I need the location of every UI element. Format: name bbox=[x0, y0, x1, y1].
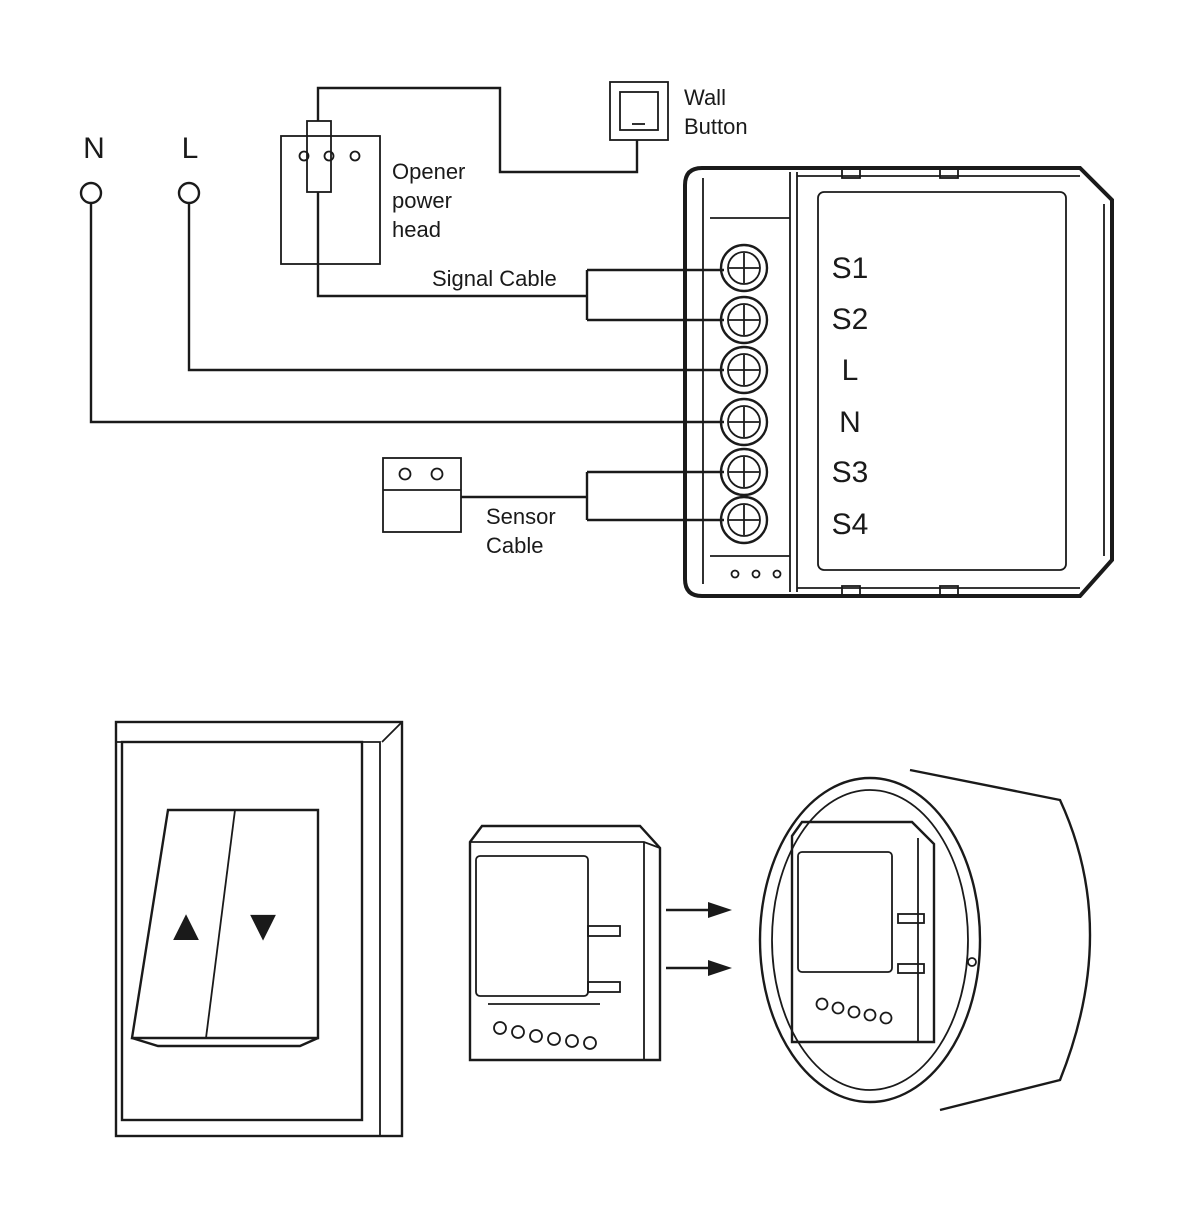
module-outline bbox=[683, 166, 1114, 598]
boxed-module-terminal-1-icon bbox=[815, 997, 829, 1011]
small-module-face bbox=[475, 855, 589, 997]
signal-cable-label: Signal Cable bbox=[432, 266, 557, 291]
opener-connector bbox=[306, 120, 332, 193]
small-module-top-edge bbox=[470, 841, 661, 849]
opener-terminal-3-icon bbox=[349, 150, 361, 162]
mains-l-label: L bbox=[182, 132, 199, 165]
wall-box bbox=[758, 768, 1092, 1112]
small-module-terminal-2-icon bbox=[511, 1025, 525, 1039]
small-module-terminal-3-icon bbox=[529, 1029, 543, 1043]
screw-terminal-n-icon bbox=[719, 397, 769, 447]
wall-switch: ▲ ▼ bbox=[114, 720, 404, 1138]
insert-arrows bbox=[666, 902, 732, 976]
screw-terminal-s3-icon bbox=[719, 447, 769, 497]
opener-terminal-2-icon bbox=[323, 150, 335, 162]
sensor-terminal-2-icon bbox=[430, 467, 444, 481]
module-led-2-icon bbox=[751, 569, 761, 579]
live-wire bbox=[187, 203, 724, 372]
boxed-module-body bbox=[790, 820, 936, 1044]
mains-n-terminal-icon bbox=[79, 181, 103, 205]
boxed-module-clip-1 bbox=[897, 913, 925, 924]
mains-l-terminal-icon bbox=[177, 181, 201, 205]
wall-button-wire bbox=[316, 86, 639, 174]
wall-button-rocker bbox=[619, 91, 659, 131]
small-module-terminal-4-icon bbox=[547, 1032, 561, 1046]
module-bottom-clip-2 bbox=[939, 585, 959, 597]
wall-button-frame bbox=[609, 81, 669, 141]
boxed-module-terminal-4-icon bbox=[863, 1008, 877, 1022]
small-module-body bbox=[468, 824, 662, 1062]
wiring-diagram: N L Opener power head Wall Butto bbox=[79, 81, 1114, 598]
wall-switch-rocker-face bbox=[130, 808, 320, 1040]
opener-label-line2: power bbox=[392, 188, 452, 213]
mains-n-label: N bbox=[83, 132, 105, 165]
wall-switch-rocker-base bbox=[131, 1036, 319, 1048]
screw-terminals bbox=[719, 243, 769, 545]
wall-button-label-line1: Wall bbox=[684, 85, 726, 110]
screw-terminal-s4-icon bbox=[719, 495, 769, 545]
wall-box-rim-outer bbox=[758, 776, 982, 1104]
switch-up-arrow-icon: ▲ bbox=[164, 901, 208, 950]
opener-label-line3: head bbox=[392, 217, 441, 242]
wall-switch-bevel-corner bbox=[381, 721, 403, 743]
module-front-panel bbox=[817, 191, 1067, 571]
installation-illustration: ▲ ▼ bbox=[114, 720, 1092, 1138]
module-top-clip-2 bbox=[939, 167, 959, 179]
opener-label-line1: Opener bbox=[392, 159, 465, 184]
wall-switch-rocker-split bbox=[205, 809, 236, 1039]
opener-power-head: Opener power head bbox=[280, 120, 465, 265]
wall-switch-outer-frame bbox=[114, 720, 404, 1138]
boxed-module-terminal-5-icon bbox=[879, 1011, 893, 1025]
terminal-label-s3: S3 bbox=[832, 456, 869, 489]
screw-terminal-l-icon bbox=[719, 345, 769, 395]
relay-module bbox=[683, 166, 1114, 598]
module-led-1-icon bbox=[730, 569, 740, 579]
opener-terminal-1-icon bbox=[298, 150, 310, 162]
sensor-terminal-1-icon bbox=[398, 467, 412, 481]
small-module-clip-2 bbox=[587, 981, 621, 993]
small-module-clip-1 bbox=[587, 925, 621, 937]
wall-box-screw-icon bbox=[967, 957, 977, 967]
module-led-3-icon bbox=[772, 569, 782, 579]
boxed-module-face bbox=[797, 851, 893, 973]
sensor: Sensor Cable bbox=[382, 457, 724, 558]
terminal-label-s2: S2 bbox=[832, 303, 869, 336]
boxed-module-clip-2 bbox=[897, 963, 925, 974]
small-module bbox=[468, 824, 662, 1062]
small-module-terminal-1-icon bbox=[493, 1021, 507, 1035]
boxed-module-terminal-3-icon bbox=[847, 1005, 861, 1019]
terminal-label-s4: S4 bbox=[832, 508, 869, 541]
terminal-label-n: N bbox=[839, 406, 861, 439]
module-bottom-clip-1 bbox=[841, 585, 861, 597]
mains-wires bbox=[89, 203, 724, 424]
sensor-cable-label-line1: Sensor bbox=[486, 504, 556, 529]
switch-down-arrow-icon: ▼ bbox=[241, 901, 285, 950]
signal-cable-wire bbox=[316, 192, 587, 298]
insert-arrow-2-icon bbox=[708, 960, 732, 976]
small-module-terminal-6-icon bbox=[583, 1036, 597, 1050]
wall-button: Wall Button bbox=[609, 81, 748, 141]
signal-cable: Signal Cable bbox=[316, 192, 724, 322]
wall-box-cylinder-side bbox=[909, 768, 1092, 1112]
insert-arrow-1-icon bbox=[708, 902, 732, 918]
screw-terminal-s2-icon bbox=[719, 295, 769, 345]
sensor-cable-label-line2: Cable bbox=[486, 533, 543, 558]
terminal-label-l: L bbox=[842, 354, 859, 387]
neutral-wire bbox=[89, 203, 724, 424]
terminal-labels: S1 S2 L N S3 S4 bbox=[832, 252, 869, 541]
module-top-clip-1 bbox=[841, 167, 861, 179]
mains-terminals: N L bbox=[79, 132, 201, 205]
boxed-module-terminal-2-icon bbox=[831, 1001, 845, 1015]
wall-box-rim-inner bbox=[771, 789, 969, 1091]
wall-button-label-line2: Button bbox=[684, 114, 748, 139]
screw-terminal-s1-icon bbox=[719, 243, 769, 293]
wall-switch-recess bbox=[120, 740, 364, 1122]
small-module-terminal-5-icon bbox=[565, 1034, 579, 1048]
sensor-box bbox=[382, 457, 462, 533]
terminal-label-s1: S1 bbox=[832, 252, 869, 285]
